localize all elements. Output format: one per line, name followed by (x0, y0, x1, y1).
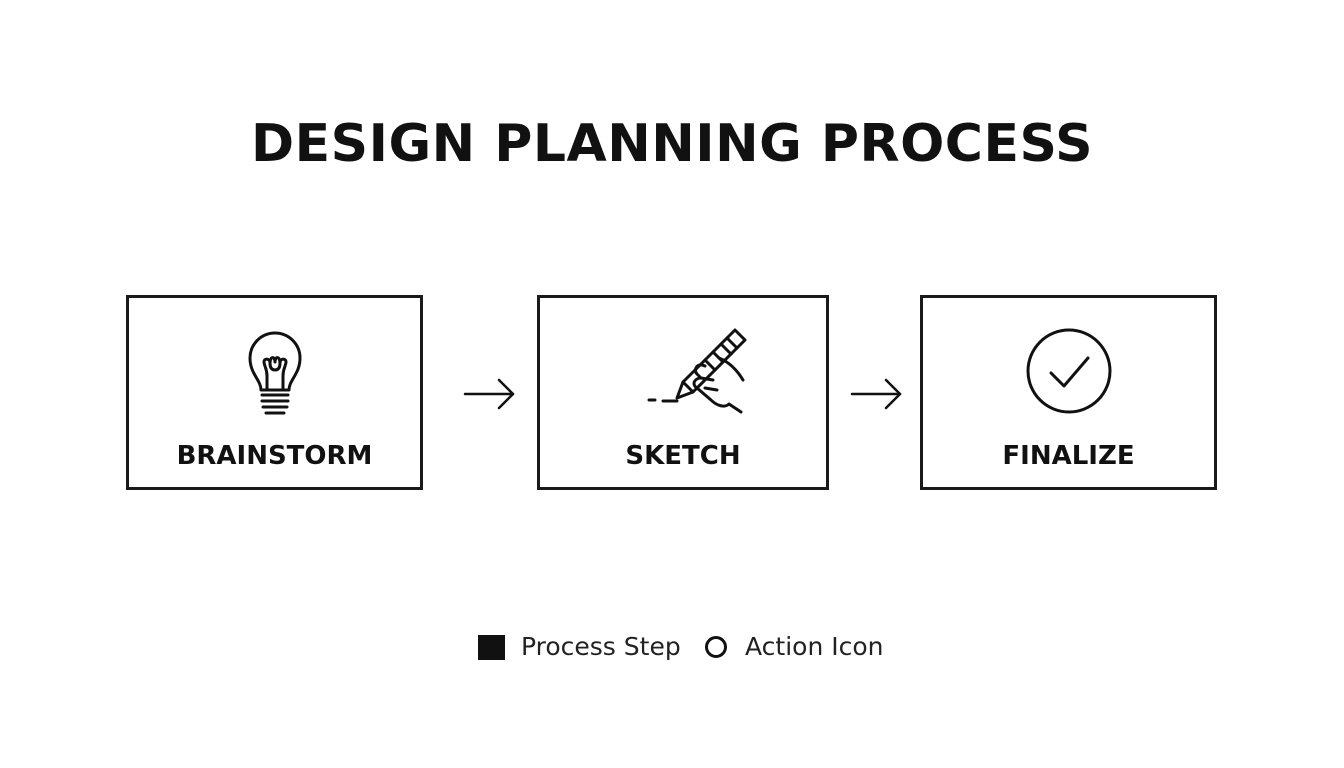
step-label: BRAINSTORM (176, 441, 373, 471)
step-label: FINALIZE (1002, 441, 1135, 471)
legend-square-icon (478, 635, 505, 660)
process-step-brainstorm: BRAINSTORM (126, 295, 423, 490)
pencil-hand-icon (617, 318, 749, 428)
step-label: SKETCH (625, 441, 741, 471)
check-circle-icon (1014, 318, 1124, 428)
diagram-title: DESIGN PLANNING PROCESS (250, 114, 1094, 174)
legend: Process Step Action Icon (0, 628, 1344, 664)
process-step-sketch: SKETCH (537, 295, 829, 490)
right-arrow-icon (848, 372, 904, 416)
legend-label-action-icon: Action Icon (745, 632, 884, 661)
right-arrow-icon (461, 372, 517, 416)
legend-label-process-step: Process Step (521, 632, 681, 661)
legend-circle-icon (705, 636, 727, 658)
lightbulb-icon (220, 318, 330, 428)
process-step-finalize: FINALIZE (920, 295, 1217, 490)
